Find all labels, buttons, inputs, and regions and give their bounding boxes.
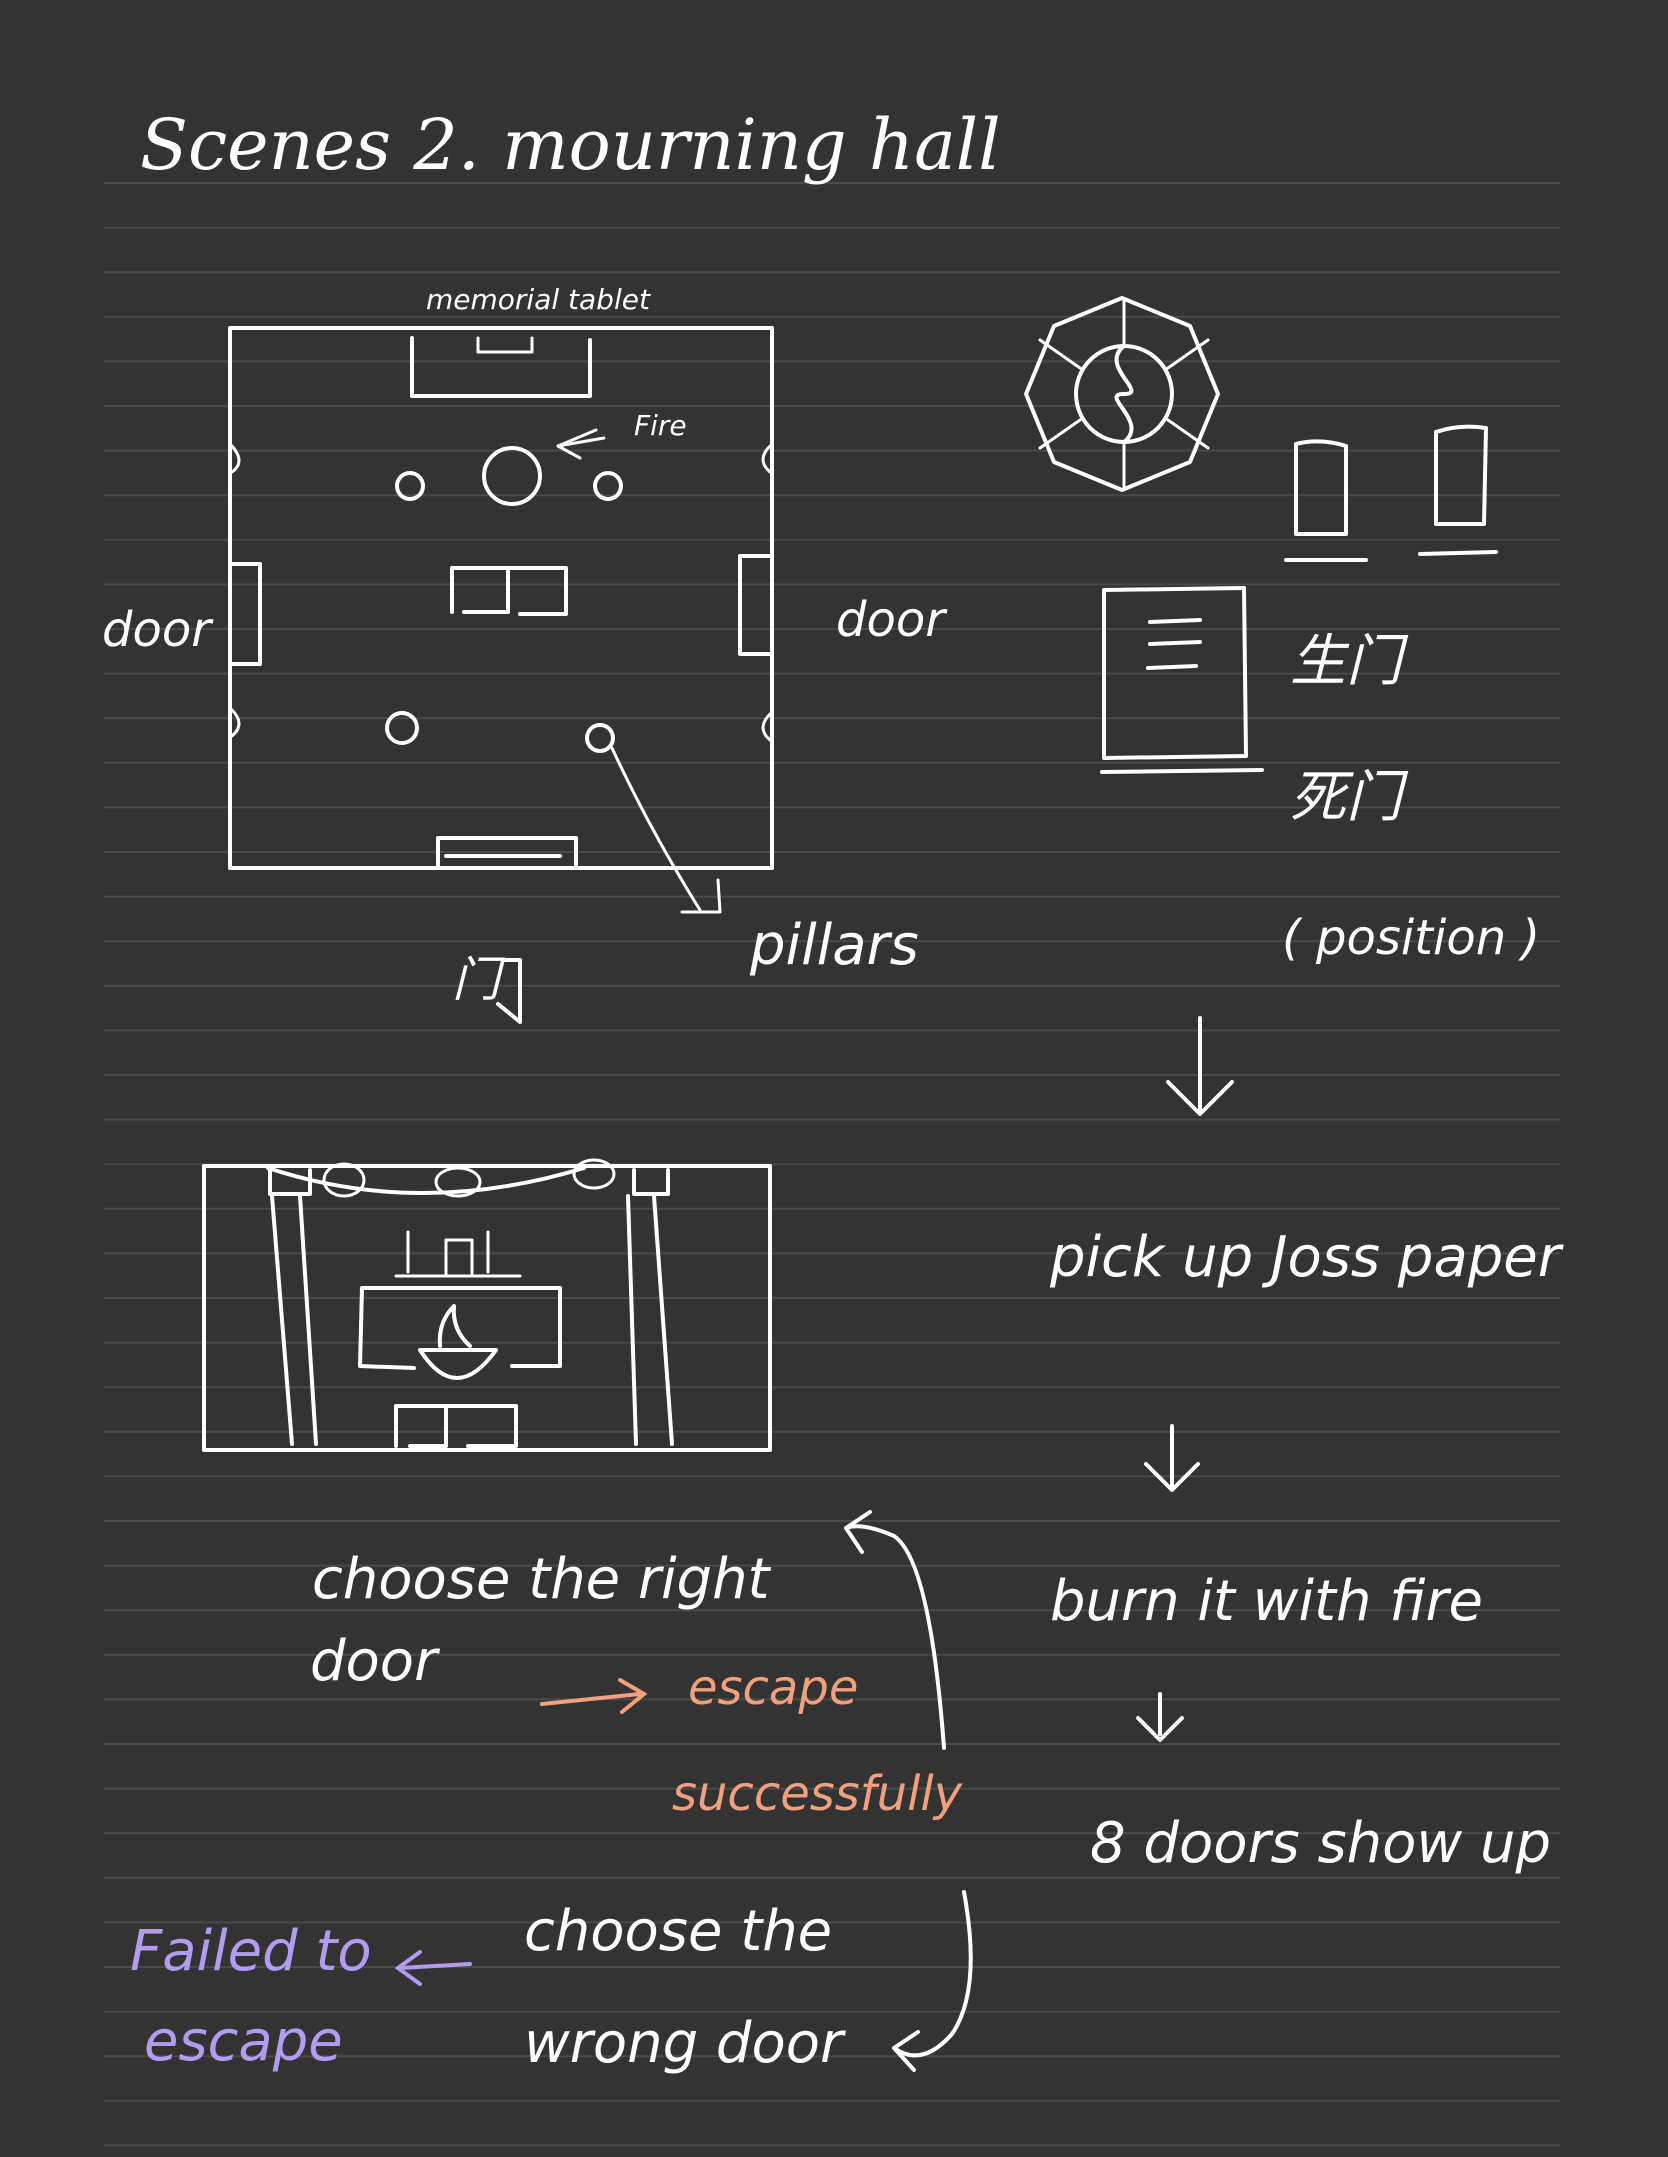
memorial-altar [410, 336, 592, 398]
pillar [395, 471, 425, 501]
octagon [1024, 296, 1220, 492]
flow-step-doors: 8 doors show up [1090, 1811, 1552, 1876]
left-door-frame [230, 562, 262, 666]
arrow-to-wrong-door [892, 1890, 973, 2072]
scroll-document [1100, 586, 1264, 774]
lantern [322, 1162, 366, 1198]
wrong-door-line2: wrong door [524, 2011, 844, 2076]
brazier-icon [418, 1304, 498, 1380]
lantern [434, 1166, 482, 1198]
right-door-line1: choose the right [312, 1547, 770, 1612]
tablet-icons [1100, 424, 1498, 774]
pillars-arrow [610, 746, 722, 914]
door-hinges [230, 444, 772, 742]
fail-line2: escape [144, 2009, 343, 2074]
pillars-label: pillars [750, 913, 919, 978]
bottom-door-symbol [496, 958, 522, 1024]
death-gate-label: 死门 [1290, 765, 1402, 830]
position-note: ( position ) [1282, 910, 1541, 966]
right-door-line2: door [310, 1629, 438, 1694]
success-line1: escape [688, 1660, 859, 1716]
flow-step-pick-up: pick up Joss paper [1050, 1225, 1561, 1290]
arrow-to-fail [394, 1950, 472, 1986]
wrong-door-line1: choose the [524, 1899, 833, 1964]
pillar [385, 711, 419, 745]
lantern [572, 1158, 616, 1190]
down-arrow-2 [1144, 1424, 1200, 1492]
memorial-tablet [476, 336, 534, 354]
life-gate-label: 生门 [1290, 629, 1402, 694]
fail-line1: Failed to [130, 1919, 372, 1984]
memorial-tablet-label: memorial tablet [426, 283, 650, 316]
page-title: Scenes 2. mourning hall [140, 104, 1001, 186]
cushions [394, 1404, 518, 1448]
pillars [270, 1194, 674, 1446]
down-arrow-1 [1166, 1016, 1234, 1116]
down-arrow-3 [1136, 1692, 1184, 1742]
right-door-label: door [836, 592, 945, 648]
pillar-caps [268, 1168, 670, 1196]
arrow-to-right-door [844, 1510, 946, 1750]
bottom-door-label: 门 [452, 952, 501, 1008]
arrow-to-success [540, 1678, 648, 1714]
pillar [585, 723, 615, 753]
tablet-death [1418, 424, 1498, 556]
flow-step-burn: burn it with fire [1050, 1569, 1483, 1634]
left-door-label: door [102, 602, 211, 658]
tablet-life [1284, 439, 1368, 562]
altar-table [358, 1286, 562, 1370]
bagua-spokes [1038, 298, 1210, 490]
fire-brazier [482, 446, 542, 506]
drape [266, 1166, 586, 1195]
success-line2: successfully [672, 1766, 963, 1822]
candles-tablet [394, 1230, 522, 1278]
fire-label: Fire [634, 409, 687, 442]
fire-arrow [556, 428, 606, 460]
floor-plan [228, 326, 774, 1024]
right-door-frame [738, 554, 772, 656]
bagua-symbol [1024, 296, 1220, 492]
bottom-door [436, 836, 578, 868]
altar-frame [202, 1164, 772, 1452]
yin-yang-curve [1114, 344, 1134, 444]
hall-outline [228, 326, 774, 870]
kneeling-cushions [450, 566, 568, 616]
altar-sketch [202, 1158, 772, 1452]
pillar [593, 471, 623, 501]
